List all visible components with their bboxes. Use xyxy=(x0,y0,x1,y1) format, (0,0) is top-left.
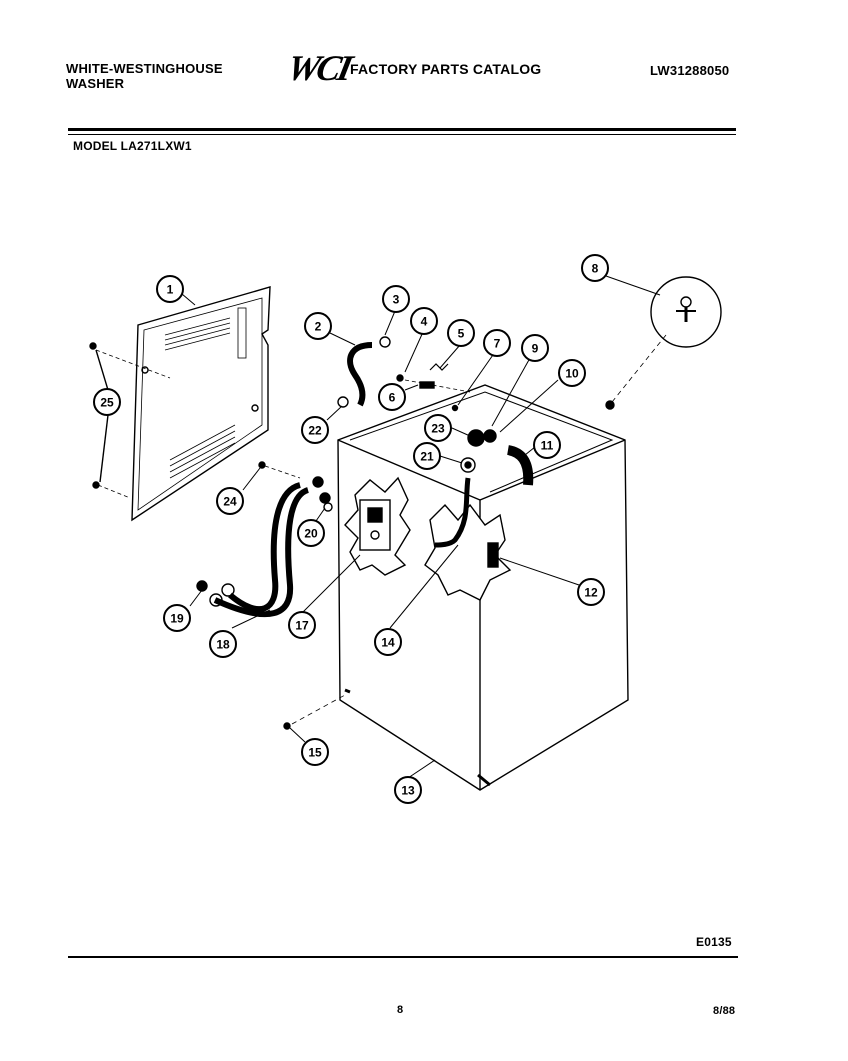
callout-label: 8 xyxy=(592,262,599,276)
callout-label: 18 xyxy=(216,638,230,652)
callout-label: 14 xyxy=(381,636,395,650)
callout-label: 2 xyxy=(315,320,322,334)
clamp-22 xyxy=(337,396,349,408)
brand-line-2: WASHER xyxy=(66,76,125,91)
clamp-3 xyxy=(379,336,391,348)
callout-label: 3 xyxy=(393,293,400,307)
callout-5: 5 xyxy=(447,319,475,347)
callout-14: 14 xyxy=(374,628,402,656)
callout-17: 17 xyxy=(288,611,316,639)
callout-label: 5 xyxy=(458,327,465,341)
callout-label: 10 xyxy=(565,367,579,381)
model-number: MODEL LA271LXW1 xyxy=(73,139,192,153)
callout-label: 7 xyxy=(494,337,501,351)
callout-9: 9 xyxy=(521,334,549,362)
callout-8: 8 xyxy=(581,254,609,282)
callout-label: 15 xyxy=(308,746,322,760)
callout-label: 4 xyxy=(421,315,428,329)
page-number: 8 xyxy=(397,1004,404,1016)
callout-12: 12 xyxy=(577,578,605,606)
footer-rule xyxy=(68,956,738,958)
header-rule xyxy=(68,128,736,131)
callout-label: 9 xyxy=(532,342,539,356)
callout-25: 25 xyxy=(93,388,121,416)
callout-label: 17 xyxy=(295,619,309,633)
hose-washer-19 xyxy=(196,580,208,592)
callout-label: 22 xyxy=(308,424,322,438)
cutaway-center xyxy=(424,477,512,601)
catalog-title: FACTORY PARTS CATALOG xyxy=(350,61,542,77)
callout-18: 18 xyxy=(209,630,237,658)
screws-25 xyxy=(89,342,171,499)
callout-19: 19 xyxy=(163,604,191,632)
callout-24: 24 xyxy=(216,487,244,515)
callout-23: 23 xyxy=(424,414,452,442)
callout-label: 21 xyxy=(420,450,434,464)
hose-11 xyxy=(506,445,534,486)
brand-block: WHITE-WESTINGHOUSE WASHER xyxy=(66,61,266,91)
callout-1: 1 xyxy=(156,275,184,303)
callout-11: 11 xyxy=(533,431,561,459)
callout-label: 11 xyxy=(541,439,554,453)
brand-line-1: WHITE-WESTINGHOUSE xyxy=(66,61,223,76)
callout-label: 23 xyxy=(431,422,445,436)
callout-4: 4 xyxy=(410,307,438,335)
callout-label: 12 xyxy=(584,586,598,600)
figure-code: E0135 xyxy=(696,935,732,949)
callout-3: 3 xyxy=(382,285,410,313)
hose-2 xyxy=(347,342,373,407)
callout-10: 10 xyxy=(558,359,586,387)
screw-24 xyxy=(258,461,266,469)
rear-panel xyxy=(131,286,271,522)
catalog-date: 8/88 xyxy=(713,1005,736,1017)
callout-label: 20 xyxy=(304,527,318,541)
callout-6: 6 xyxy=(378,383,406,411)
callout-2: 2 xyxy=(304,312,332,340)
clip-20 xyxy=(323,502,333,512)
header-rule-thin xyxy=(68,134,736,135)
callout-21: 21 xyxy=(413,442,441,470)
detail-circle-8 xyxy=(650,276,722,348)
fill-hoses xyxy=(209,476,331,618)
callout-label: 1 xyxy=(167,283,174,297)
callout-label: 25 xyxy=(100,396,114,410)
callout-7: 7 xyxy=(483,329,511,357)
callout-22: 22 xyxy=(301,416,329,444)
inlet-valve xyxy=(460,429,497,473)
callout-label: 13 xyxy=(401,784,415,798)
callout-label: 19 xyxy=(170,612,184,626)
callout-label: 24 xyxy=(223,495,237,509)
callout-13: 13 xyxy=(394,776,422,804)
catalog-number: LW31288050 xyxy=(650,63,730,78)
callout-15: 15 xyxy=(301,738,329,766)
callout-label: 6 xyxy=(389,391,396,405)
cutaway-left xyxy=(344,476,411,576)
callout-20: 20 xyxy=(297,519,325,547)
